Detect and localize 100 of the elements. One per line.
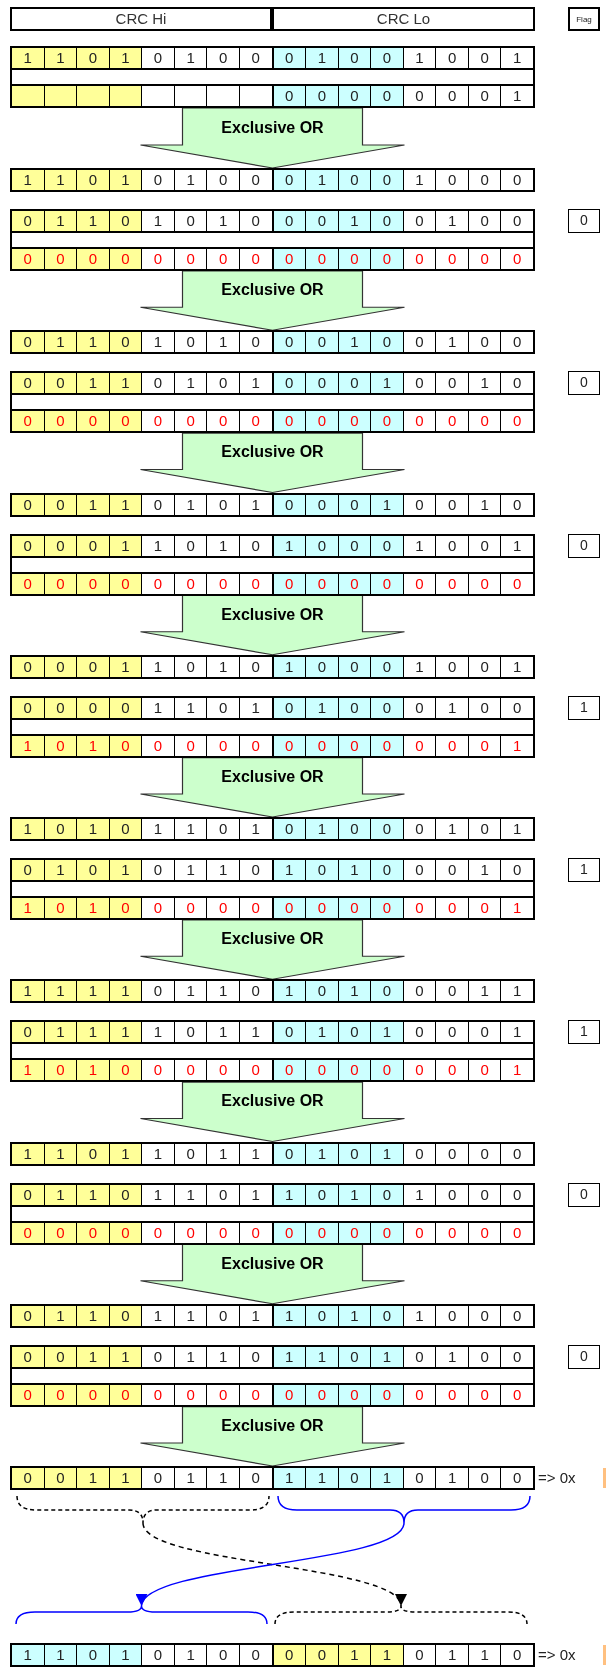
edge-label: Exclusive OR: [220, 442, 325, 463]
bit-register: [10, 409, 535, 434]
bit-cell: 0: [338, 656, 372, 677]
bit-register: [10, 168, 535, 192]
bit-cell: 1: [44, 332, 78, 353]
bit-cell: 0: [338, 170, 372, 190]
curly-brace: [274, 1606, 528, 1624]
bit-cell: 0: [273, 86, 307, 106]
bit-cell: 1: [371, 1143, 404, 1164]
bit-cell: 0: [77, 411, 110, 432]
bit-cell: 0: [44, 1384, 78, 1405]
bit-cell: 0: [306, 1645, 339, 1665]
bit-cell: 1: [77, 1022, 110, 1043]
bit-cell: 1: [306, 819, 339, 839]
bit-cell: 1: [77, 1346, 110, 1367]
bit-cell: 0: [12, 249, 45, 269]
bit-cell: 0: [12, 1184, 45, 1205]
bit-cell: 0: [273, 1022, 307, 1043]
bit-cell: 0: [338, 1468, 372, 1488]
bit-cell: 1: [77, 735, 110, 756]
bit-cell: 0: [371, 535, 404, 556]
bit-cell: 0: [109, 1305, 143, 1326]
bit-cell: 0: [77, 656, 110, 677]
bit-cell: 0: [371, 1384, 404, 1405]
bit-cell: 1: [338, 211, 372, 231]
bit-cell: 1: [306, 697, 339, 718]
bit-cell: 0: [109, 1222, 143, 1243]
bit-cell: 1: [371, 1346, 404, 1367]
bit-cell: 1: [371, 494, 404, 515]
bit-register: [10, 1182, 535, 1207]
bit-cell: 1: [44, 48, 78, 68]
bit-cell: 0: [371, 170, 404, 190]
bit-cell: 1: [273, 1184, 307, 1205]
bit-cell: 0: [338, 697, 372, 718]
bit-register: [10, 654, 535, 679]
flag-box: 0: [568, 371, 600, 396]
block-arrow: [139, 1243, 406, 1305]
bit-cell: 0: [273, 494, 307, 515]
bit-cell: 0: [273, 48, 307, 68]
bit-cell: 0: [371, 898, 404, 918]
bit-register: [10, 1643, 535, 1667]
bit-cell: 0: [338, 1346, 372, 1367]
bit-cell: 1: [273, 1305, 307, 1326]
bit-cell: 1: [273, 1346, 307, 1367]
bit-register: [10, 858, 535, 882]
bit-cell: 0: [12, 332, 45, 353]
bit-cell: 1: [109, 981, 143, 1002]
curly-brace: [277, 1496, 531, 1523]
bit-cell: 1: [77, 981, 110, 1002]
bit-cell: 0: [77, 860, 110, 880]
bit-cell: 0: [12, 211, 45, 231]
bit-cell: 1: [77, 1468, 110, 1488]
bit-cell: 0: [44, 373, 78, 394]
bit-cell: 0: [371, 411, 404, 432]
bit-cell: 0: [44, 535, 78, 556]
bit-register: [10, 371, 535, 396]
bit-cell: 0: [273, 1384, 307, 1405]
bit-cell: 0: [338, 735, 372, 756]
bit-cell: 1: [12, 1143, 45, 1164]
bit-cell: 0: [109, 211, 143, 231]
bit-cell: 0: [109, 249, 143, 269]
bit-cell: 0: [371, 735, 404, 756]
bit-cell: 1: [306, 48, 339, 68]
bit-cell: 0: [109, 697, 143, 718]
bit-register: [10, 1466, 535, 1490]
bit-cell: 0: [306, 211, 339, 231]
bit-cell: 1: [306, 170, 339, 190]
bit-cell: 0: [44, 573, 78, 594]
bit-cell: 0: [77, 48, 110, 68]
bit-cell: 0: [306, 735, 339, 756]
bit-cell: 1: [44, 860, 78, 880]
bit-cell: 0: [77, 535, 110, 556]
bit-cell: 0: [77, 1645, 110, 1665]
bit-cell: 0: [12, 1346, 45, 1367]
block-arrow: [139, 919, 406, 980]
bit-cell: 1: [109, 860, 143, 880]
bit-cell: 0: [273, 373, 307, 394]
bit-cell: 0: [338, 494, 372, 515]
bit-cell: 0: [306, 411, 339, 432]
bit-cell: 0: [338, 86, 372, 106]
flag-box: 0: [568, 209, 600, 233]
bit-cell: 0: [44, 697, 78, 718]
bit-cell: 0: [371, 697, 404, 718]
bit-cell: 1: [12, 819, 45, 839]
bit-register: [10, 1220, 535, 1245]
bit-cell: 0: [12, 1022, 45, 1043]
bit-cell: 0: [44, 735, 78, 756]
bit-cell: 1: [77, 1184, 110, 1205]
bit-cell: 1: [12, 981, 45, 1002]
edge-label: Exclusive OR: [220, 117, 325, 138]
bit-cell: 1: [109, 170, 143, 190]
bit-register: [10, 1303, 535, 1328]
bit-cell: 1: [306, 1346, 339, 1367]
bit-cell: 0: [273, 1645, 307, 1665]
bit-register: [10, 896, 535, 920]
bit-register: [10, 1058, 535, 1083]
bit-cell: 1: [44, 211, 78, 231]
bit-cell: 1: [338, 332, 372, 353]
bit-cell: 0: [306, 1184, 339, 1205]
bit-cell: 0: [273, 332, 307, 353]
